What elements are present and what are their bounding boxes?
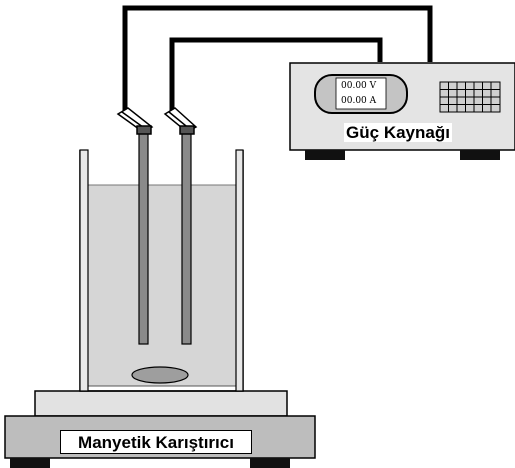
- clip-right: [163, 107, 198, 135]
- power-supply-foot-left: [305, 150, 345, 160]
- beaker: [79, 149, 244, 392]
- stirrer-top-plate: [34, 390, 288, 417]
- clip-left: [116, 107, 154, 135]
- solution: [88, 185, 236, 386]
- wire-right: [169, 37, 383, 112]
- stir-bar: [131, 366, 189, 384]
- power-supply-label: Güç Kaynağı: [337, 121, 459, 143]
- power-supply: [289, 62, 515, 160]
- stirrer-foot-right: [250, 458, 290, 468]
- electrode-right: [181, 127, 192, 345]
- connection-wires: [122, 5, 433, 112]
- electrode-left: [138, 127, 149, 345]
- power-supply-label-text: Güç Kaynağı: [344, 122, 452, 142]
- wire-left: [122, 5, 433, 112]
- voltage-readout: 00.00 V: [341, 81, 377, 91]
- power-supply-keypad: [439, 81, 501, 113]
- current-readout: 00.00 A: [341, 96, 377, 106]
- stirrer-foot-left: [10, 458, 50, 468]
- stirrer-label: Manyetik Karıştırıcı: [60, 430, 252, 454]
- power-supply-foot-right: [460, 150, 500, 160]
